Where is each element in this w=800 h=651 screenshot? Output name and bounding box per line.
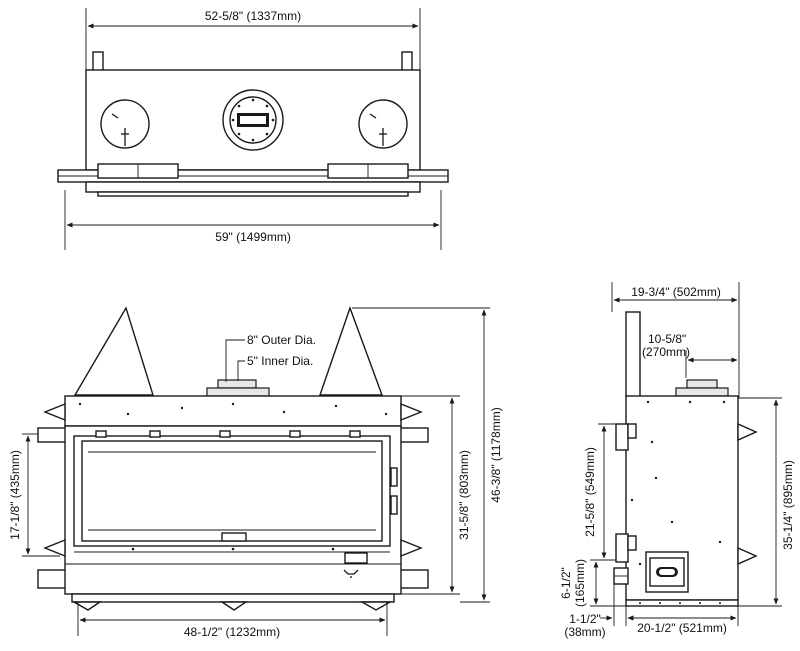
side-top-depth-label: 19-3/4" (502mm) xyxy=(631,285,721,299)
side-lower-bracket xyxy=(615,533,629,563)
right-knockout xyxy=(358,99,408,149)
left-knockout xyxy=(100,99,150,149)
left-height-label: 17-1/8" (435mm) xyxy=(8,450,22,540)
front-base xyxy=(71,593,395,603)
inner-dia-label: 5" Inner Dia. xyxy=(247,354,313,368)
front-view: 8" Outer Dia. 5" Inner Dia. xyxy=(8,305,503,639)
center-vent-collar xyxy=(222,89,284,151)
top-left-post xyxy=(92,51,104,73)
bottom-width-label: 59" (1499mm) xyxy=(215,230,291,244)
left-standoff xyxy=(73,306,154,396)
left-lower-arm xyxy=(37,569,69,589)
front-bottom-width-label: 48-1/2" (1232mm) xyxy=(184,625,280,639)
side-standoff xyxy=(625,311,641,399)
right-upper-arm xyxy=(397,427,429,443)
side-upper-bracket xyxy=(615,423,629,451)
side-base xyxy=(625,599,739,607)
side-bottom-depth-label: 20-1/2" (521mm) xyxy=(637,621,727,635)
side-vent-collar-outer xyxy=(675,387,729,397)
front-vent-collar-outer xyxy=(206,387,270,397)
side-view: 19-3/4" (502mm) 10-5/8" (270mm) xyxy=(559,282,795,639)
front-vent-collar-inner xyxy=(217,379,257,389)
front-top-panel xyxy=(64,395,402,427)
side-low-height-label-1: 6-1/2" xyxy=(559,567,573,599)
glass-panel xyxy=(81,440,383,542)
foot-label-2: (38mm) xyxy=(564,625,605,639)
control-box xyxy=(344,552,368,564)
right-lower-arm xyxy=(397,569,429,589)
mid-height-label: 31-5/8" (803mm) xyxy=(457,450,471,540)
front-latch xyxy=(221,532,247,542)
top-right-post xyxy=(401,51,413,73)
side-right-height-label: 35-1/4" (895mm) xyxy=(781,460,795,550)
side-vent-collar-inner xyxy=(686,379,718,389)
side-low-height-label-2: (165mm) xyxy=(573,559,587,607)
left-upper-arm xyxy=(37,427,69,443)
top-view: 52-5/8" (1337mm) xyxy=(57,8,449,250)
outer-dia-label: 8" Outer Dia. xyxy=(247,333,316,347)
vent-offset-label-2: (270mm) xyxy=(642,345,690,359)
side-left-height-label: 21-5/8" (549mm) xyxy=(583,447,597,537)
total-height-label: 46-3/8" (1178mm) xyxy=(489,407,503,502)
vent-offset-label-1: 10-5/8" xyxy=(648,332,686,346)
right-standoff xyxy=(319,305,384,396)
foot-label-1: 1-1/2" xyxy=(569,612,601,626)
top-width-label: 52-5/8" (1337mm) xyxy=(205,9,301,23)
